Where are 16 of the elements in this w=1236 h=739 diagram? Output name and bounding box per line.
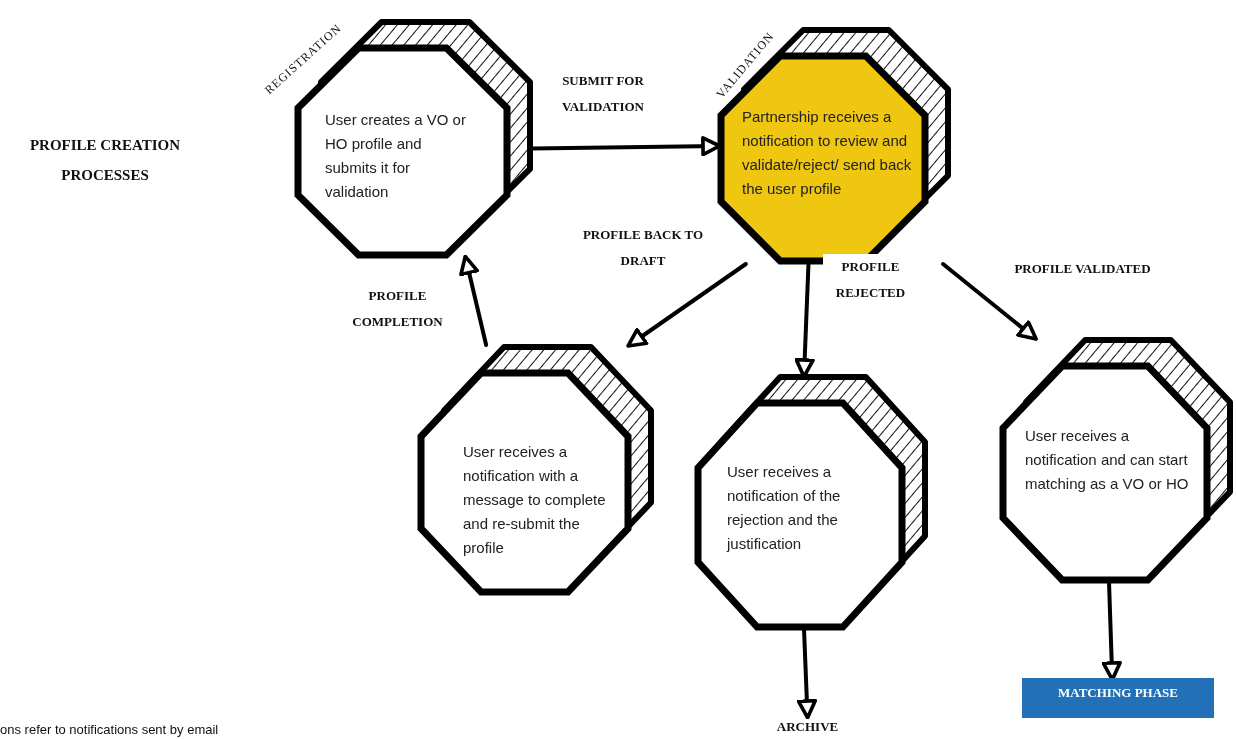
node-text: User receives a notification of the rejection and the justification <box>727 462 842 554</box>
octagon-node <box>718 28 950 264</box>
arrow <box>626 262 748 348</box>
octagon-node <box>1000 338 1232 583</box>
arrow <box>459 254 489 347</box>
node-text: User creates a VO or HO profile and submits it for validation <box>325 110 467 202</box>
octagon-node <box>418 345 653 595</box>
end-label: ARCHIVE <box>765 716 850 738</box>
diagram-title: PROFILE CREATION PROCESSES <box>28 136 182 185</box>
footnote: ons refer to notifications sent by email <box>0 722 219 737</box>
phase-box: MATCHING PHASE <box>1022 678 1214 718</box>
node-text: User receives a notification and can start matching as a VO or HO <box>1025 426 1190 494</box>
octagon-node <box>695 375 927 630</box>
arrow <box>941 262 1038 341</box>
node-text: User receives a notification with a message to complete and re-submit the profile <box>463 442 607 558</box>
node-text: Partnership receives a notification to review and validate/reject/ send back the user profile <box>742 107 913 199</box>
